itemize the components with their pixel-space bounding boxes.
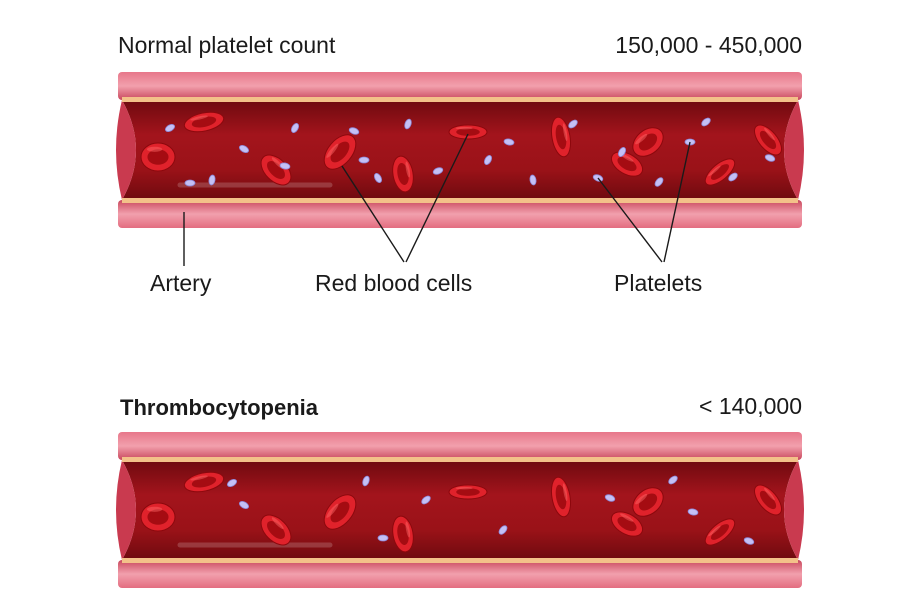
platelet (362, 475, 370, 487)
red-blood-cell (392, 155, 414, 193)
platelet (617, 147, 627, 157)
red-blood-cell (610, 151, 644, 177)
platelet (743, 537, 755, 545)
red-blood-cell (448, 124, 488, 140)
normal-cells (140, 111, 782, 193)
red-blood-cell (323, 134, 357, 170)
platelet (604, 494, 616, 502)
platelet (358, 156, 370, 164)
platelet-leader-left (597, 177, 663, 263)
thrombo-artery (116, 432, 804, 588)
red-blood-cell (140, 502, 176, 532)
red-blood-cell (183, 111, 225, 133)
platelet (483, 155, 493, 165)
red-blood-cell (754, 484, 782, 516)
platelet (432, 167, 444, 175)
red-blood-cell (754, 124, 782, 156)
platelet (701, 117, 711, 127)
red-blood-cell (323, 494, 357, 530)
platelet (404, 118, 412, 130)
red-blood-cell (632, 487, 664, 517)
red-blood-cell (260, 514, 292, 546)
platelet (348, 127, 360, 135)
red-blood-cells-label: Red blood cells (315, 270, 473, 296)
platelet (373, 173, 383, 183)
thrombo-panel-title: Thrombocytopenia (120, 395, 319, 420)
rbc-leader-right (405, 133, 469, 263)
platelet (529, 174, 537, 186)
red-blood-cell (704, 518, 736, 546)
red-blood-cell (610, 511, 644, 537)
platelet (239, 144, 249, 154)
platelet (165, 123, 175, 133)
platelet (728, 172, 738, 182)
platelet (227, 478, 237, 488)
platelet (239, 500, 249, 510)
red-blood-cell (183, 471, 225, 493)
red-blood-cell (448, 484, 488, 500)
platelet (764, 154, 776, 162)
platelet (687, 508, 699, 516)
rbc-leader-left (341, 165, 405, 263)
normal-panel-count: 150,000 - 450,000 (615, 32, 802, 58)
artery-label: Artery (150, 270, 212, 296)
platelet (421, 495, 431, 505)
platelet-leader-right (663, 141, 691, 263)
platelet (668, 475, 678, 485)
platelet (208, 174, 216, 186)
red-blood-cell (550, 116, 572, 158)
red-blood-cell (550, 476, 572, 518)
platelets-label: Platelets (614, 270, 703, 296)
thrombo-cells (140, 471, 782, 553)
thrombo-panel-count: < 140,000 (699, 393, 802, 419)
leader-lines (183, 133, 691, 266)
red-blood-cell (632, 127, 664, 157)
platelet (568, 119, 578, 129)
platelet (290, 123, 300, 133)
platelet (279, 162, 291, 170)
platelet (498, 525, 508, 535)
platelet (503, 138, 515, 146)
red-blood-cell (392, 515, 414, 553)
platelet (377, 534, 389, 542)
red-blood-cell (140, 142, 176, 172)
platelet (184, 179, 196, 187)
red-blood-cell (704, 158, 736, 186)
normal-panel-title: Normal platelet count (118, 32, 336, 58)
platelet (654, 177, 664, 187)
